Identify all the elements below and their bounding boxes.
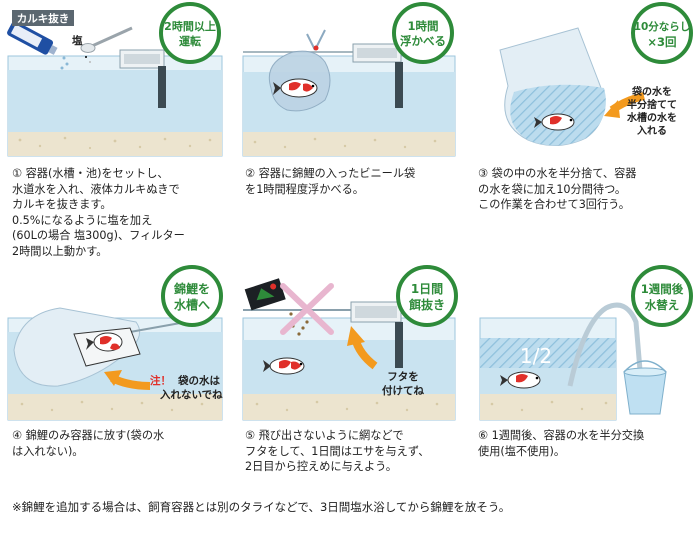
- svg-text:水槽へ: 水槽へ: [174, 297, 210, 312]
- step-6-caption: ⑥ 1週間後、容器の水を半分交換 使用(塩不使用)。: [478, 429, 645, 458]
- siphon-hose-icon: [567, 302, 643, 387]
- water-tank: [7, 55, 223, 157]
- bottle-label: カルキ抜き: [17, 12, 70, 25]
- step-3-badge: 10分ならし ×3回: [631, 2, 693, 64]
- svg-text:×3回: ×3回: [647, 35, 676, 49]
- svg-text:1日間: 1日間: [411, 282, 443, 296]
- arrow-icon: [604, 92, 645, 118]
- svg-text:2時間以上: 2時間以上: [164, 19, 216, 33]
- arrow-icon: [104, 370, 151, 390]
- step-1-illustration: カルキ抜き 塩 2時間以上 運転: [7, 2, 223, 157]
- koi-icon: [273, 78, 318, 98]
- svg-text:1週間後: 1週間後: [641, 282, 684, 296]
- step-4-illustration: 注！ 袋の水は 入れないでね 錦鯉を 水槽へ: [7, 265, 223, 421]
- lid-note: フタを: [387, 371, 419, 383]
- step-1-badge: 2時間以上 運転: [159, 2, 221, 64]
- step-3-illustration: 袋の水を 半分捨てて 水槽の水を 入れる 10分ならし ×3回: [499, 2, 693, 146]
- warning-text: 袋の水は: [177, 374, 220, 387]
- step-2-illustration: 1時間 浮かべる: [242, 2, 456, 157]
- drops: [60, 56, 69, 70]
- salt-label: 塩: [72, 34, 83, 47]
- svg-text:水槽の水を: 水槽の水を: [626, 111, 677, 124]
- water-tank: [479, 317, 617, 421]
- svg-text:浮かべる: 浮かべる: [400, 34, 446, 48]
- svg-text:餌抜き: 餌抜き: [408, 297, 445, 312]
- step-4-caption: ④ 錦鯉のみ容器に放す(袋の水 は入れない)。: [12, 429, 165, 458]
- warning-mark: 注！: [150, 374, 171, 387]
- svg-text:水替え: 水替え: [645, 298, 680, 312]
- step-3-caption: ③ 袋の中の水を半分捨て、容器 の水を袋に加え10分間待つ。 この作業を合わせて…: [478, 167, 637, 211]
- food-package-icon: [244, 278, 286, 311]
- step-5-illustration: フタを 付けてね 1日間 餌抜き: [242, 265, 458, 421]
- step-5-caption: ⑤ 飛び出さないように網などで フタをして、1日間はエサを与えず、 2日目から控…: [245, 429, 430, 473]
- koi-icon: [86, 332, 123, 352]
- svg-text:10分ならし: 10分ならし: [634, 20, 691, 33]
- svg-text:付けてね: 付けてね: [382, 384, 424, 397]
- water-tank: [242, 317, 456, 421]
- koi-bag-icon: [268, 29, 331, 112]
- step-2-caption: ② 容器に錦鯉の入ったビニール袋 を1時間程度浮かべる。: [245, 167, 416, 196]
- koi-icon: [500, 371, 541, 389]
- pour-note: 袋の水を: [631, 85, 672, 98]
- footer-note: ※錦鯉を追加する場合は、飼育容器とは別のタライなどで、3日間塩水浴してから錦鯉を…: [12, 500, 511, 514]
- svg-text:1時間: 1時間: [407, 19, 438, 33]
- koi-icon: [263, 357, 305, 375]
- half-label: 1/2: [520, 344, 552, 368]
- arrow-icon: [347, 326, 378, 370]
- no-feeding-cross-icon: [280, 283, 334, 335]
- step-5-badge: 1日間 餌抜き: [396, 265, 458, 327]
- bucket-icon: [623, 360, 667, 415]
- svg-text:運転: 運転: [179, 34, 201, 48]
- dechlorinator-bottle-icon: [7, 20, 58, 55]
- koi-icon: [534, 113, 575, 131]
- step-1-caption: ① 容器(水槽・池)をセットし、 水道水を入れ、液体カルキぬきで カルキを抜きま…: [12, 167, 185, 258]
- svg-text:半分捨てて: 半分捨てて: [627, 98, 677, 111]
- svg-text:錦鯉を: 錦鯉を: [173, 281, 210, 296]
- step-6-badge: 1週間後 水替え: [631, 265, 693, 327]
- filter: [119, 49, 166, 108]
- salt-spoon-icon: [80, 26, 133, 63]
- svg-text:入れないでね: 入れないでね: [160, 389, 223, 401]
- step-2-badge: 1時間 浮かべる: [392, 2, 454, 64]
- step-6-illustration: 1/2 1週間後 水替え: [479, 265, 693, 421]
- svg-text:入れる: 入れる: [637, 125, 667, 137]
- step-4-badge: 錦鯉を 水槽へ: [161, 265, 223, 327]
